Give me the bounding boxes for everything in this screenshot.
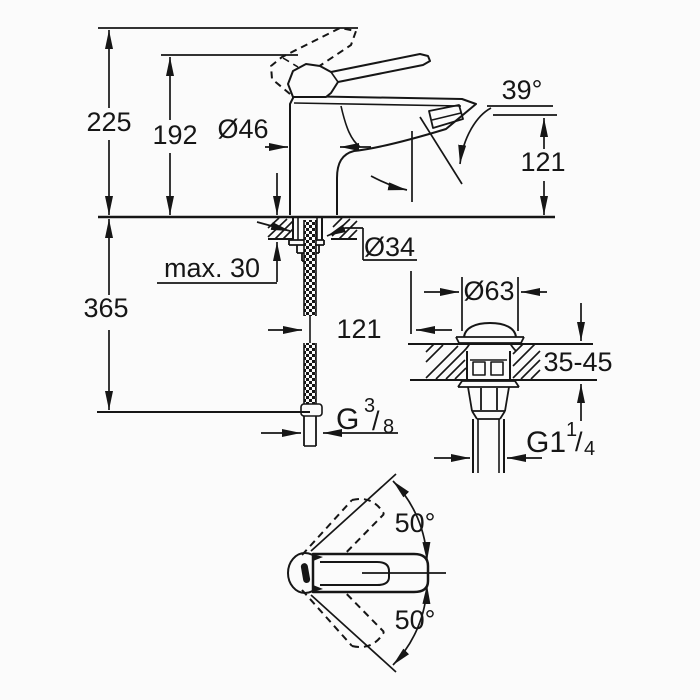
handle-swing-lower-label: 50° xyxy=(395,605,436,635)
stream-angle-line xyxy=(419,116,463,185)
spray-angle-label: 39° xyxy=(502,75,543,105)
overflow-slot-left xyxy=(472,361,486,376)
aerator-outlet xyxy=(428,104,464,129)
spout-rim-inner-line xyxy=(293,102,462,107)
hose-tail-tube xyxy=(303,416,317,446)
dim-34-arrow-left xyxy=(256,221,291,232)
waste-tailpipe-inner xyxy=(477,419,500,473)
angle-39-arc xyxy=(458,107,492,165)
main-side-view: 225 192 Ø46 39° 121 xyxy=(86,27,566,219)
max-deck-thickness-label: max. 30 xyxy=(164,253,260,283)
overflow-slot-right xyxy=(490,361,504,376)
knob-slot xyxy=(300,563,311,583)
aerator-inner-line xyxy=(431,112,462,121)
waste-tailpipe xyxy=(472,419,505,473)
mounting-view: 365 max. 30 Ø34 121 G 3 / 8 xyxy=(83,173,452,447)
handle-swing-upper-label: 50° xyxy=(395,508,436,538)
dim-34-arrow-right xyxy=(326,224,363,237)
mounting-hole-diameter-label: Ø34 xyxy=(364,232,415,262)
waste-thread-label: G1 1 / 4 xyxy=(526,412,595,460)
basin-hatch-left xyxy=(425,343,467,380)
dim-overall-height-label: 225 xyxy=(86,107,131,137)
lever-handle xyxy=(287,53,431,98)
flow-direction-arrow xyxy=(370,175,408,191)
pop-up-waste-view: Ø63 xyxy=(408,276,613,473)
dim-34-leader xyxy=(362,228,417,261)
waste-nut-taper xyxy=(471,410,506,420)
waste-cap-diameter-label: Ø63 xyxy=(463,276,514,306)
supply-hose xyxy=(300,220,323,447)
waste-cap-dome xyxy=(463,322,517,338)
lever-handle-raised-detail-dashed xyxy=(282,57,299,68)
angle-50-arc-lower xyxy=(392,584,431,666)
dim-hose-drop-label: 365 xyxy=(83,293,128,323)
dim-spout-height-label: 121 xyxy=(520,147,565,177)
swing-line-lower xyxy=(310,594,397,673)
lever-handle-detail-line xyxy=(330,71,339,83)
handle-top-view: 50° 50° xyxy=(287,473,446,673)
handle-notch-top xyxy=(313,554,323,561)
handle-inner-line xyxy=(320,561,390,586)
handle-notch-bottom xyxy=(313,585,323,592)
waste-nut xyxy=(467,386,510,412)
dim-body-height-label: 192 xyxy=(152,120,197,150)
angle-50-arc-upper xyxy=(392,480,431,562)
waste-deck-range-label: 35-45 xyxy=(543,347,612,377)
supply-thread-label: G 3 / 8 xyxy=(336,388,394,438)
body-spout-junction-line xyxy=(340,105,361,148)
faucet-body-outline xyxy=(289,95,477,215)
waste-flange xyxy=(457,380,520,388)
dim-hose-offset-label: 121 xyxy=(336,314,381,344)
dim-base-diameter-label: Ø46 xyxy=(217,114,268,144)
swing-line-upper xyxy=(310,473,397,552)
waste-body xyxy=(466,351,511,381)
hose-nut xyxy=(300,403,323,417)
waste-cap-rim xyxy=(455,336,525,344)
basin-hatch-right xyxy=(512,343,541,380)
